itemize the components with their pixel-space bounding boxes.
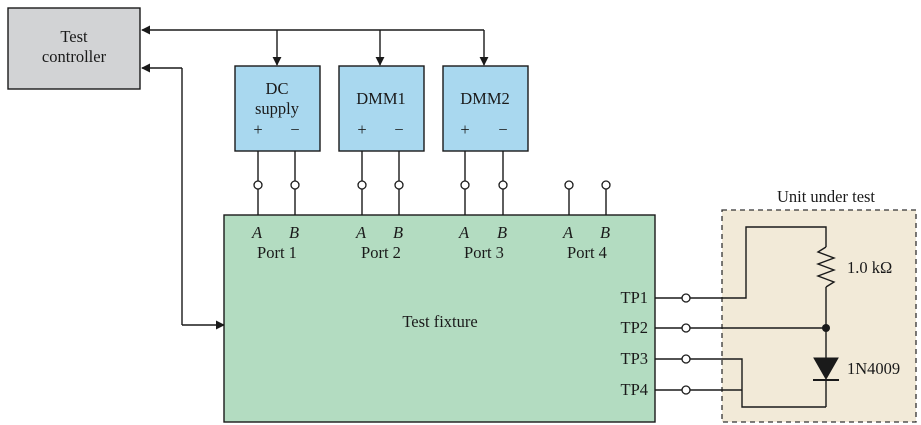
instrument-leads <box>257 151 504 181</box>
controller-label-line1: Test <box>60 27 88 46</box>
tp3-label: TP3 <box>620 349 648 368</box>
port4-b-label: B <box>600 223 610 242</box>
tp1-label: TP1 <box>620 288 648 307</box>
port3-b-label: B <box>497 223 507 242</box>
junction-dot <box>822 324 830 332</box>
diode-symbol <box>813 357 839 381</box>
dmm1-minus: − <box>394 120 403 139</box>
test-controller-box <box>7 7 141 90</box>
port4-a-label: A <box>562 223 574 242</box>
tp4-label: TP4 <box>620 380 648 399</box>
dmm2-minus: − <box>498 120 507 139</box>
test-fixture-box <box>223 214 656 423</box>
port-connectors <box>253 180 611 215</box>
test-fixture-label: Test fixture <box>402 312 477 331</box>
dc-supply-plus: + <box>253 120 262 139</box>
resistor-label: 1.0 kΩ <box>847 258 892 277</box>
uut-box <box>721 209 917 423</box>
diode-label: 1N4009 <box>847 359 900 378</box>
dc-supply-box <box>234 65 321 152</box>
dc-supply-label-line1: DC <box>266 79 289 98</box>
uut-circuit-wiring <box>690 226 836 408</box>
dmm1-label: DMM1 <box>356 89 406 108</box>
port1-b-label: B <box>289 223 299 242</box>
dc-supply-minus: − <box>290 120 299 139</box>
dmm2-label: DMM2 <box>460 89 510 108</box>
dmm1-box <box>338 65 425 152</box>
port3-a-label: A <box>458 223 470 242</box>
resistor-symbol <box>816 246 836 288</box>
dmm1-plus: + <box>357 120 366 139</box>
port2-b-label: B <box>393 223 403 242</box>
uut-title: Unit under test <box>777 187 875 206</box>
port4-label: Port 4 <box>567 243 607 262</box>
port1-label: Port 1 <box>257 243 297 262</box>
dmm2-box <box>442 65 529 152</box>
port2-label: Port 2 <box>361 243 401 262</box>
test-point-connectors <box>655 293 691 395</box>
port2-a-label: A <box>355 223 367 242</box>
port1-a-label: A <box>251 223 263 242</box>
controller-label-line2: controller <box>42 47 107 66</box>
dc-supply-label-line2: supply <box>255 99 300 118</box>
port3-label: Port 3 <box>464 243 504 262</box>
tp2-label: TP2 <box>620 318 648 337</box>
dmm2-plus: + <box>460 120 469 139</box>
